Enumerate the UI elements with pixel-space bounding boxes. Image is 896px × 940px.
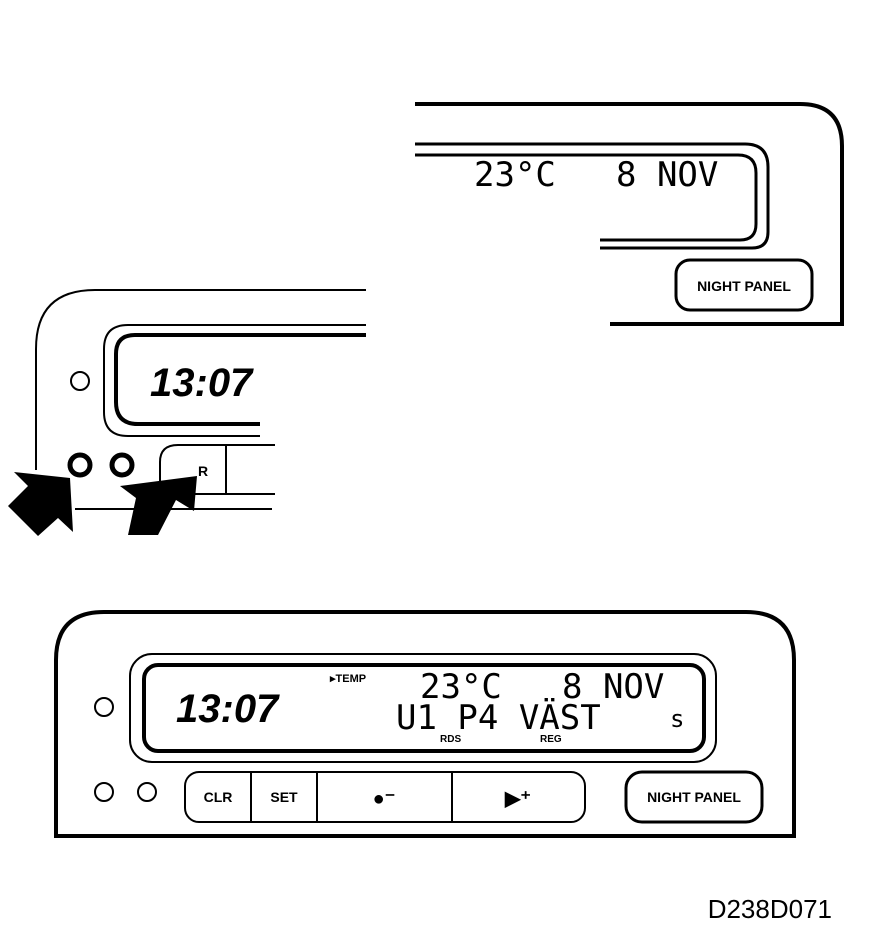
- top-temperature-text: 23°C: [474, 155, 556, 195]
- top-night-panel-button[interactable]: [674, 258, 814, 312]
- figure-code: D238D071: [708, 894, 832, 924]
- rds-label: RDS: [440, 734, 461, 745]
- partial-clr-button[interactable]: [159, 444, 275, 495]
- top-night-panel-label: NIGHT PANEL: [697, 278, 791, 294]
- bottom-display-panel: ▸TEMP 23°C 8 NOV 13:07 U1 P4 VÄST s RDS …: [54, 610, 796, 838]
- bottom-sensor-left: [94, 782, 114, 802]
- light-sensor-right: [109, 452, 135, 478]
- minus-button-label: ●⁻: [373, 788, 396, 810]
- light-sensor-left: [67, 452, 93, 478]
- bottom-date-text: 8 NOV: [562, 667, 664, 707]
- bottom-night-panel-button[interactable]: [624, 770, 764, 824]
- clr-button-label: CLR: [204, 789, 233, 805]
- plus-button-label: ▶⁺: [504, 788, 531, 810]
- bottom-clock-text: 13:07: [176, 687, 280, 731]
- pointer-arrow-left: [8, 472, 73, 536]
- middle-clock-text: 13:07: [150, 361, 254, 405]
- bottom-temperature-text: 23°C: [420, 667, 502, 707]
- pointer-arrow-right: [120, 476, 197, 535]
- bottom-sensor-right: [137, 782, 157, 802]
- bottom-night-panel-label: NIGHT PANEL: [647, 789, 741, 805]
- indicator-light: [70, 371, 90, 391]
- top-date-text: 8 NOV: [616, 155, 718, 195]
- set-button-label: SET: [270, 789, 298, 805]
- radio-suffix-text: s: [670, 705, 684, 733]
- button-strip: [184, 771, 586, 823]
- radio-line-text: U1 P4 VÄST: [396, 698, 601, 738]
- top-display-panel: 23°C 8 NOV NIGHT PANEL: [415, 102, 844, 326]
- bottom-indicator-light: [94, 697, 114, 717]
- middle-display-panel: 13:07 R: [8, 289, 366, 536]
- reg-label: REG: [540, 734, 562, 745]
- partial-button-label: R: [198, 463, 208, 479]
- temp-indicator-text: ▸TEMP: [329, 673, 366, 685]
